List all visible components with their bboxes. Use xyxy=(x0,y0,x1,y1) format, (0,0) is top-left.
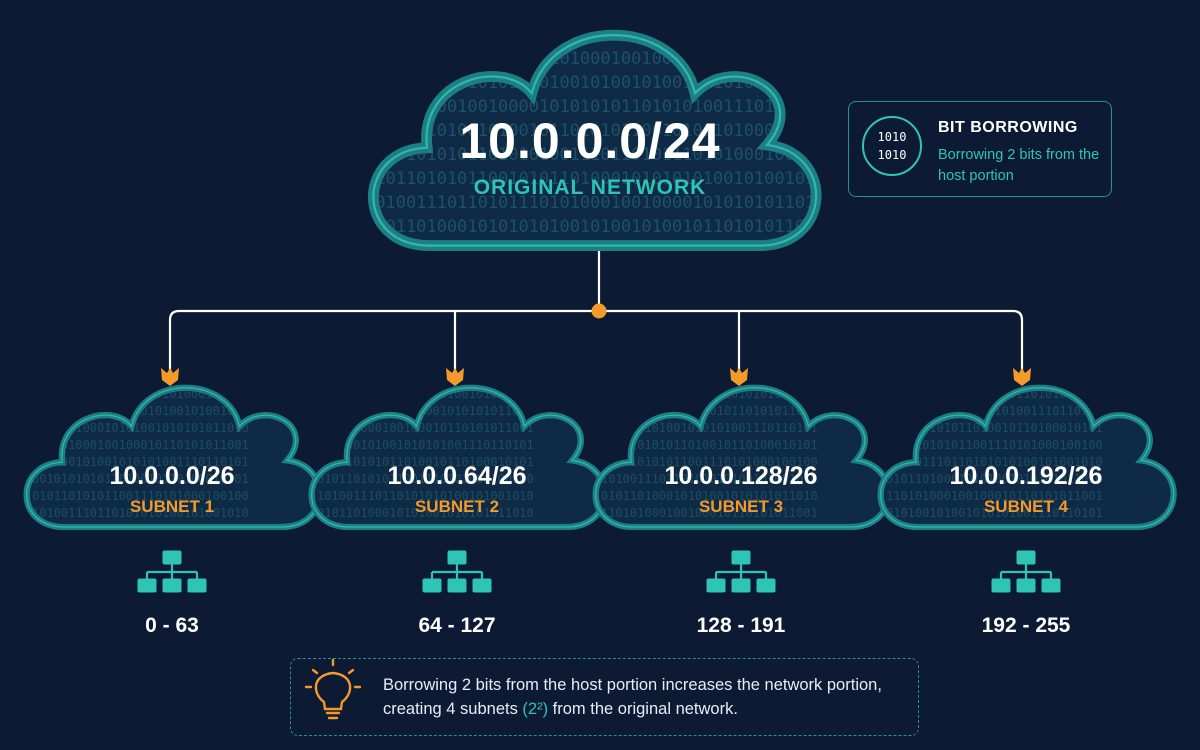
binary-texture-row: 110101000100100010110101011001 xyxy=(886,489,1103,503)
arrowhead xyxy=(446,368,464,386)
binary-icon-line: 1010 xyxy=(877,148,907,162)
network-hierarchy-icon xyxy=(706,550,776,593)
binary-texture-row: 110101000100100010110101011001 xyxy=(601,506,818,520)
subnet-2-label: SUBNET 2 xyxy=(414,497,500,516)
subnet-4-label: SUBNET 4 xyxy=(983,497,1069,516)
arrowhead xyxy=(730,368,748,386)
binary-icon: 1010 1010 xyxy=(862,116,922,176)
subnet-1-address: 10.0.0.0/26 xyxy=(109,462,235,490)
binary-texture: 101001110110101010100101001010 0101101000… xyxy=(317,388,534,520)
note-text-after: from the original network. xyxy=(548,700,738,718)
arrowhead xyxy=(1013,368,1031,386)
junction-dot xyxy=(591,303,607,319)
note-text-before: Borrowing 2 bits from the host portion i… xyxy=(383,676,882,718)
lightbulb-icon xyxy=(304,658,362,720)
bit-borrowing-title: BIT BORROWING xyxy=(938,119,1078,136)
binary-texture-row: 101001110110101010100101001010 xyxy=(601,472,818,486)
binary-texture: 010110100010101001010101011010 1101010001… xyxy=(601,388,818,520)
binary-texture-row: 010110101011001110101000100100 xyxy=(886,438,1103,452)
binary-texture-row: 001010101011010010110100010101 xyxy=(32,472,249,486)
subnet-cloud: 101001110110101010100101001010 0101101000… xyxy=(312,387,605,527)
note-highlight: (2²) xyxy=(522,700,549,718)
arrowhead xyxy=(161,368,179,386)
binary-texture-row: 010100101001010101001110110101 xyxy=(601,421,818,435)
arrowheads xyxy=(161,368,1031,386)
binary-texture-row: 0101001010010100101101010110010101101000… xyxy=(365,121,826,141)
subnet-2-address: 10.0.0.64/26 xyxy=(387,462,527,490)
explanation-note xyxy=(290,658,919,736)
binary-texture-row: 010110101011001110101000100100 xyxy=(317,472,534,486)
binary-texture-row: 1101010001001000010101010110101010011101… xyxy=(365,97,826,117)
binary-texture-row: 0101101000101010101001010010100101101010… xyxy=(365,217,826,237)
explanation-text: Borrowing 2 bits from the host portion i… xyxy=(383,673,913,721)
binary-texture-row: 010100101001010101001110110101 xyxy=(886,506,1103,520)
binary-texture-row: 010100101001010101001110110101 xyxy=(317,438,534,452)
bit-borrowing-panel xyxy=(848,101,1112,197)
original-network-label: ORIGINAL NETWORK xyxy=(473,176,707,199)
subnet-1-label: SUBNET 1 xyxy=(129,497,215,516)
network-hierarchy-icon xyxy=(422,550,492,593)
binary-icon-line: 1010 xyxy=(877,130,907,144)
binary-texture-row: 0101101010110010101101000101010101001010… xyxy=(365,169,826,189)
network-hierarchy-icon xyxy=(137,550,207,593)
subnet-1-range: 0 - 63 xyxy=(145,614,199,637)
subnet-cloud: 010110100010101001010101011010 1101010001… xyxy=(596,387,889,527)
bit-borrowing-description: Borrowing 2 bits from the host portion xyxy=(938,147,1100,184)
subnet-3-range: 128 - 191 xyxy=(696,614,786,637)
network-hierarchy-icon xyxy=(991,550,1061,593)
binary-texture-row: 110101000100100010110101011001 xyxy=(317,421,534,435)
binary-texture-row: 010110100010101001010101011010 xyxy=(601,489,818,503)
subnet-2-range: 64 - 127 xyxy=(418,614,496,637)
binary-texture-row: 010110100010101001010101011010 xyxy=(32,421,249,435)
binary-texture-row: 101001110110101010100101001010 xyxy=(32,506,249,520)
subnet-4-address: 10.0.0.192/26 xyxy=(949,462,1103,490)
subnet-3-address: 10.0.0.128/26 xyxy=(664,462,818,490)
binary-texture-row: 101001110110101010100101001010 xyxy=(317,489,534,503)
binary-texture-row: 101001110110101010100101001010 xyxy=(886,455,1103,469)
binary-texture-row: 010110101011001110101000100100 xyxy=(32,489,249,503)
binary-texture-row: 1010011101101011101010001001000010101010… xyxy=(365,49,826,69)
binary-texture-row: 010110100010101001010101011010 xyxy=(317,506,534,520)
binary-texture-row: 001010101011010010110100010101 xyxy=(886,421,1103,435)
binary-texture-row: 110101000100100010110101011001 xyxy=(32,438,249,452)
binary-texture-row: 001010101011010010110100010101 xyxy=(601,438,818,452)
binary-texture-row: 0101101010110010101101000101010101001010… xyxy=(365,25,826,45)
binary-texture-row: 1010011101101011101010001001000010101010… xyxy=(365,193,826,213)
original-network-address: 10.0.0.0/24 xyxy=(459,113,721,169)
binary-texture-row: 010110100010101001010101011010 xyxy=(886,472,1103,486)
subnet-4-range: 192 - 255 xyxy=(981,614,1071,637)
hierarchy-icons xyxy=(137,550,1061,593)
binary-texture-row: 010110101011001110101000100100 xyxy=(601,455,818,469)
binary-texture-row: 001010101011010010110100010101 xyxy=(317,455,534,469)
subnet-3-label: SUBNET 3 xyxy=(698,497,784,516)
binary-texture-row: 0010101010110101010011101101011101010001… xyxy=(365,145,826,165)
binary-texture-row: 010100101001010101001110110101 xyxy=(32,455,249,469)
